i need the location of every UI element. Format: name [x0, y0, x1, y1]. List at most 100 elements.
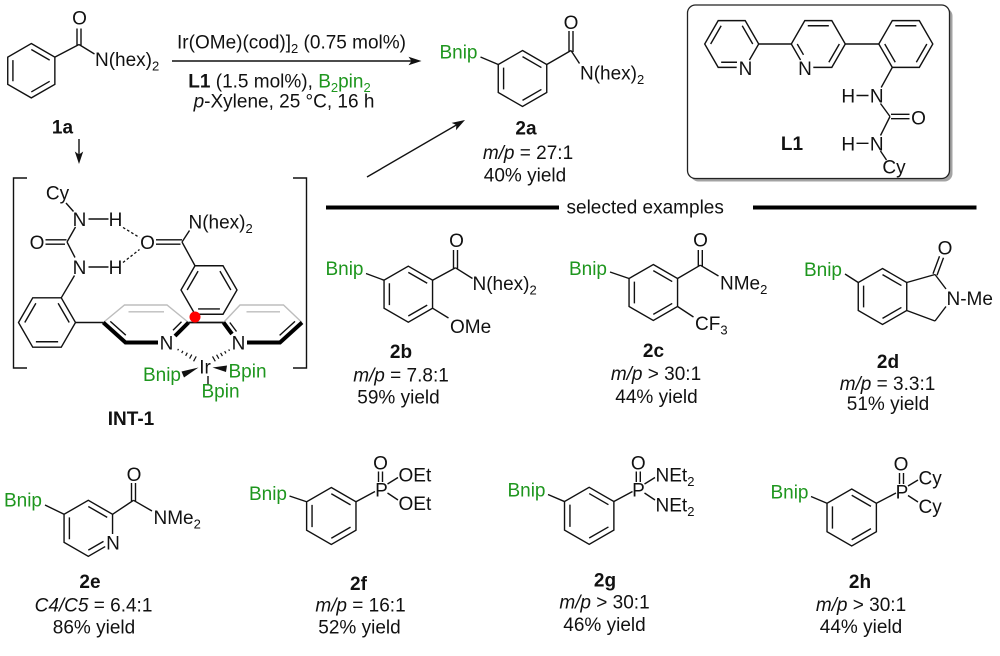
amide-nitrogen-text: N(hex) [580, 64, 637, 85]
yield-text: 59% yield [357, 388, 439, 409]
ring-double-bond-lines [862, 274, 902, 319]
phosphonic-diamide-bonds [613, 471, 656, 503]
selectivity-ratio: C4/C5 = 6.4:1 [35, 596, 153, 617]
urea-aryl-bond [60, 275, 76, 299]
amide-nitrogen-text: NMe [720, 274, 760, 295]
phenyl-double-bond-lines [24, 302, 70, 343]
diethylamino-subscript: 2 [687, 474, 694, 489]
solvent-rest: -Xylene, 25 °C, 16 h [204, 92, 374, 113]
example-2e: Bnip N O NMe2 2e C4/C5 = 6.4:1 86% yield [4, 465, 201, 639]
yield-text: 46% yield [563, 615, 645, 636]
phosphorus-label: P [896, 482, 909, 503]
ratio-value: = 6.4:1 [88, 596, 152, 617]
pyridine-left-double-bond-lines [710, 25, 754, 63]
boron-reagent-subscript-2: 2 [363, 80, 370, 95]
pyridine-ring-middle [790, 19, 847, 69]
benzene-ring [383, 265, 434, 324]
ratio-label: m/p [840, 374, 872, 395]
bipyridine-rear-bonds [102, 304, 303, 324]
bipyridine-nitrogen-left-label: N [160, 334, 174, 355]
bipyridine-double-bond-lines [109, 320, 296, 336]
cyclohexyl-label-lower: Cy [919, 497, 943, 518]
selected-examples-divider: selected examples [326, 198, 977, 219]
urea-oxygen-label: O [911, 109, 926, 130]
compound-label: 2b [390, 342, 412, 363]
boryl-group-label: Bnip [439, 43, 477, 64]
amide-nitrogen-label: N(hex)2 [473, 274, 537, 298]
ring-double-bond-lines [12, 48, 51, 93]
pyridine-nitrogen-label: N [106, 534, 120, 555]
substituent-bonds [432, 250, 473, 319]
amide-nitrogen-label: N(hex)2 [189, 213, 253, 237]
pyridine-nitrogen-label: N [739, 59, 753, 80]
catalyst-condition: Ir(OMe)(cod)]2 (0.75 mol%) [177, 32, 406, 56]
ring-double-bond-lines [633, 270, 673, 315]
phosphorus-label: P [375, 481, 388, 502]
yield-text: 44% yield [820, 617, 902, 638]
wedge-bond-ir-bpin [212, 365, 227, 372]
amide-nitrogen-label: N(hex)2 [580, 64, 644, 88]
carbonyl-oxygen-label: O [693, 231, 708, 252]
phosphoryl-oxygen-label: O [631, 454, 646, 475]
example-2c: Bnip O NMe2 CF3 2c m/p > 30:1 44% yield [569, 231, 767, 409]
phosphonate-bonds [355, 471, 399, 503]
bpin-ligand-right-label: Bpin [229, 362, 267, 383]
carbonyl-oxygen-label: O [449, 231, 464, 252]
ratio-value: = 27:1 [515, 143, 574, 164]
boryl-bond [609, 271, 630, 280]
ligand-and-boron-condition: L1 (1.5 mol%), B2pin2 [188, 72, 370, 96]
activation-site-marker [189, 311, 201, 323]
ratio-value: > 30:1 [643, 364, 702, 385]
amide-nitrogen-text: N(hex) [473, 274, 530, 295]
cyclohexyl-label: Cy [46, 184, 70, 205]
ethoxy-label-upper: OEt [399, 466, 432, 487]
benzene-ring [857, 267, 908, 326]
example-2h: Bnip P O Cy Cy 2h m/p > 30:1 44% yield [770, 455, 942, 639]
boryl-group-label: Bnip [770, 483, 808, 504]
boryl-bond [365, 272, 385, 281]
compound-label: 2f [350, 574, 368, 595]
boryl-group-label: Bnip [804, 260, 842, 281]
ratio-label: m/p [611, 364, 643, 385]
amide-nitrogen-text: N(hex) [95, 50, 152, 71]
selectivity-ratio: m/p = 16:1 [315, 596, 405, 617]
phenyl-double-bond-lines [884, 25, 928, 63]
ligand-name: L1 [188, 72, 211, 93]
hashed-bond-n-ir-left [177, 348, 197, 362]
bracket-left [12, 177, 27, 369]
selectivity-ratio: m/p = 7.8:1 [353, 366, 449, 387]
phosphoryl-oxygen-label: O [894, 455, 909, 476]
boryl-group-label: Bnip [4, 491, 42, 512]
solvent-temperature-time-condition: p-Xylene, 25 °C, 16 h [193, 92, 375, 113]
amide-nitrogen-subscript: 2 [152, 59, 159, 74]
diethylamino-label-lower: NEt2 [656, 496, 695, 520]
arrow-intermediate-to-product [366, 120, 465, 178]
amide-nitrogen-subscript: 2 [760, 282, 767, 297]
yield-text: 51% yield [847, 394, 929, 415]
ratio-label: m/p [559, 593, 591, 614]
selectivity-ratio: m/p = 27:1 [483, 143, 573, 164]
hashed-bond-n-ir-right [211, 349, 231, 362]
ring-double-bond-lines [311, 493, 351, 539]
carbonyl-oxygen-label: O [938, 239, 953, 260]
methoxy-label: OMe [450, 317, 491, 338]
catalyst-loading: (0.75 mol%) [298, 32, 406, 53]
compound-label: 2e [79, 572, 100, 593]
ratio-value: > 30:1 [848, 595, 907, 616]
urea-nitrogen-upper-label: N [73, 210, 87, 231]
reaction-arrow-with-conditions: Ir(OMe)(cod)]2 (0.75 mol%) L1 (1.5 mol%)… [172, 32, 422, 113]
selectivity-ratio: m/p > 30:1 [816, 595, 906, 616]
ligand-L1-box: N N H N O H N Cy L1 [686, 4, 953, 182]
urea-nitrogen-label: N [870, 87, 884, 108]
diethylamino-label-upper: NEt2 [656, 466, 695, 490]
diethylamino-subscript: 2 [687, 504, 694, 519]
bipyridine-front-bonds [101, 321, 304, 345]
ratio-label: m/p [315, 596, 347, 617]
yield-text: 44% yield [615, 387, 697, 408]
example-2g: Bnip P O NEt2 NEt2 2g m/p > 30:1 46% yie… [507, 454, 694, 637]
ratio-label: m/p [816, 595, 848, 616]
yield-text: 86% yield [53, 618, 135, 639]
substituent-bonds [677, 250, 719, 318]
boryl-bond [44, 504, 65, 515]
